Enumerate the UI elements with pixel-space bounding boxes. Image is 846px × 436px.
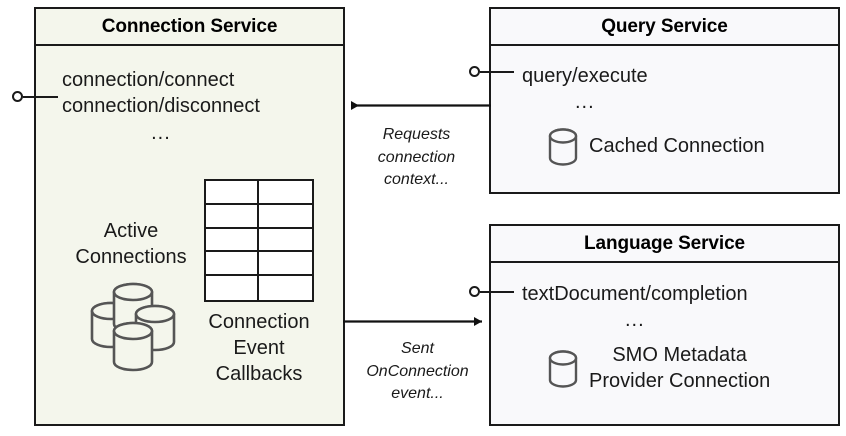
component-title-query-service: Query Service bbox=[491, 9, 838, 46]
component-title-connection-service: Connection Service bbox=[36, 9, 343, 46]
label-smo-metadata-provider-connection: SMO Metadata Provider Connection bbox=[589, 344, 771, 392]
component-query-service[interactable]: Query Service query/execute ... Cached C… bbox=[489, 7, 840, 194]
provided-interface-connection-service[interactable] bbox=[12, 91, 58, 102]
operation-textdocument-completion[interactable]: textDocument/completion bbox=[522, 283, 748, 305]
grid-cell bbox=[259, 252, 312, 277]
edge-label-requests-connection-context: Requests connection context... bbox=[377, 126, 456, 189]
lollipop-stem bbox=[23, 96, 58, 98]
operation-ellipsis-connection-service: ... bbox=[151, 121, 171, 144]
operation-connection-disconnect[interactable]: connection/disconnect bbox=[62, 95, 260, 118]
cylinder-icon bbox=[548, 349, 578, 388]
provided-interface-language-service[interactable] bbox=[469, 286, 514, 297]
grid-cell bbox=[259, 205, 312, 229]
operation-list-connection-service: connection/connect connection/disconnect… bbox=[62, 67, 260, 146]
datastore-smo-metadata-provider-connection: SMO Metadata Provider Connection bbox=[547, 343, 770, 394]
lollipop-circle-icon bbox=[12, 91, 23, 102]
operation-query-execute[interactable]: query/execute bbox=[522, 65, 648, 87]
component-language-service[interactable]: Language Service textDocument/completion… bbox=[489, 224, 840, 426]
component-body-query-service: query/execute ... Cached Connection bbox=[491, 46, 838, 192]
operation-list-language-service: textDocument/completion ... bbox=[522, 281, 748, 334]
operation-list-query-service: query/execute ... bbox=[522, 63, 648, 116]
grid-cell bbox=[206, 181, 259, 205]
lollipop-stem bbox=[480, 291, 514, 293]
label-cached-connection: Cached Connection bbox=[589, 135, 765, 158]
operation-ellipsis-query-service: ... bbox=[574, 91, 595, 114]
component-title-language-service: Language Service bbox=[491, 226, 838, 263]
arrow-connection-to-language bbox=[343, 317, 482, 326]
grid-cell bbox=[259, 229, 312, 253]
arrow-query-to-connection bbox=[351, 101, 491, 110]
component-body-language-service: textDocument/completion ... SMO Metadata… bbox=[491, 263, 838, 424]
lollipop-circle-icon bbox=[469, 286, 480, 297]
grid-cell bbox=[206, 228, 259, 253]
datastore-cached-connection: Cached Connection bbox=[547, 127, 765, 167]
provided-interface-query-service[interactable] bbox=[469, 66, 514, 77]
edge-label-sent-onconnection-event: Sent OnConnection event... bbox=[366, 340, 469, 403]
grid-cell bbox=[259, 276, 312, 300]
label-connection-event-callbacks: Connection Event Callbacks bbox=[208, 311, 310, 385]
label-active-connections: Active Connections bbox=[75, 220, 187, 268]
grid-table-icon bbox=[204, 179, 314, 302]
grid-cell bbox=[259, 181, 312, 205]
multi-cylinder-icon bbox=[90, 282, 176, 372]
lollipop-circle-icon bbox=[469, 66, 480, 77]
cylinder-icon bbox=[548, 128, 578, 166]
operation-connection-connect[interactable]: connection/connect bbox=[62, 69, 235, 91]
grid-cell bbox=[206, 276, 259, 300]
lollipop-stem bbox=[480, 71, 514, 73]
component-connection-service[interactable]: Connection Service connection/connect co… bbox=[34, 7, 345, 426]
grid-cell bbox=[206, 204, 259, 229]
grid-cell bbox=[206, 252, 259, 277]
component-body-connection-service: connection/connect connection/disconnect… bbox=[36, 46, 343, 424]
operation-ellipsis-language-service: ... bbox=[625, 309, 645, 332]
